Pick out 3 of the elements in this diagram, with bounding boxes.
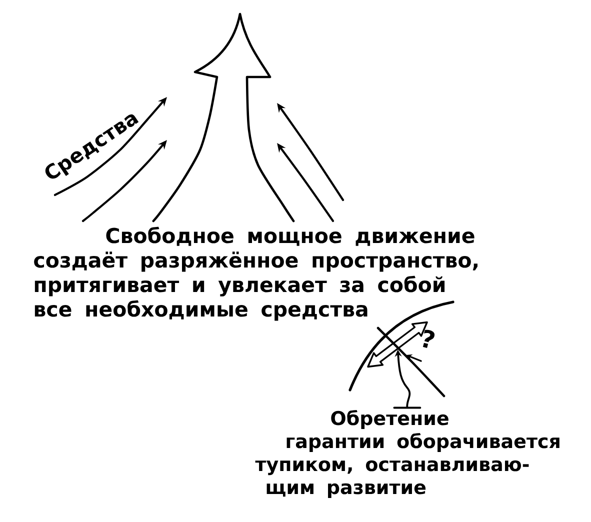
question-mark: ? [422,330,435,348]
description-text: Свободное мощное движение создаёт разряжённое пространство, притягивает и увлекает за собой все необходимые средства [34,226,478,321]
annotation-text: Обретение гарантии оборачивается тупиком, останавливаю- щим развитие [255,410,560,498]
